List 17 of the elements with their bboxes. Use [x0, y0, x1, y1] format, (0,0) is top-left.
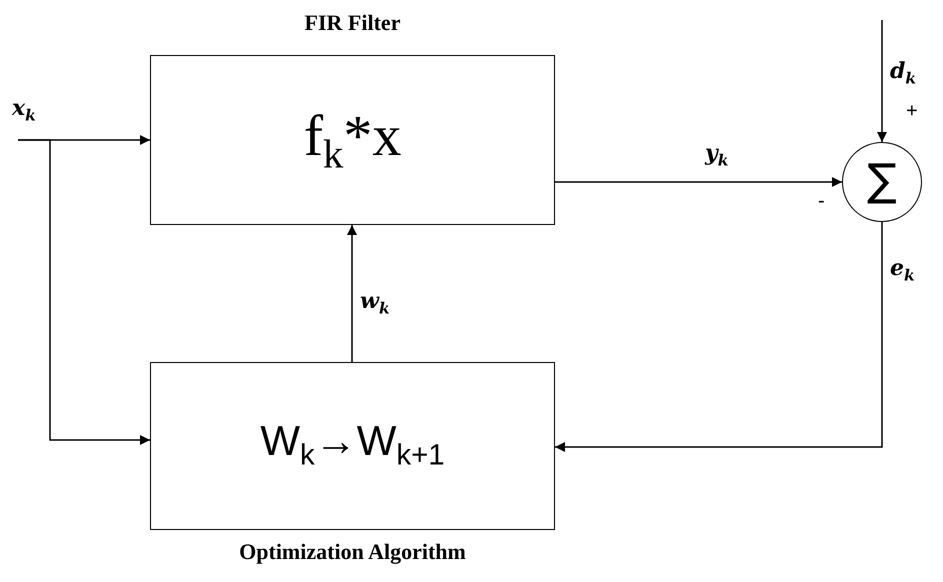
block-title: FIR Filter: [304, 10, 402, 36]
arrow: [347, 225, 357, 362]
block-title: Optimization Algorithm: [238, 539, 467, 565]
edge-label: y$_{k}$: [705, 140, 728, 170]
edge-label: x$_{k}$: [12, 95, 36, 124]
edge-label: e$_{k}$: [890, 255, 915, 284]
sign-label: +: [906, 100, 918, 123]
summation-symbol: ∑: [866, 154, 898, 208]
edge-label: w$_{k}$: [360, 288, 390, 318]
arrow: [18, 139, 150, 445]
edge-label: d$_{k}$: [890, 58, 916, 88]
sign-label: -: [818, 190, 825, 213]
formula: f$_{k}$*x: [302, 102, 402, 179]
arrow: [555, 222, 883, 452]
arrow: [555, 177, 842, 187]
formula: W$_{k}$→W$_{k+1}$: [259, 416, 446, 474]
arrow: [877, 20, 887, 142]
